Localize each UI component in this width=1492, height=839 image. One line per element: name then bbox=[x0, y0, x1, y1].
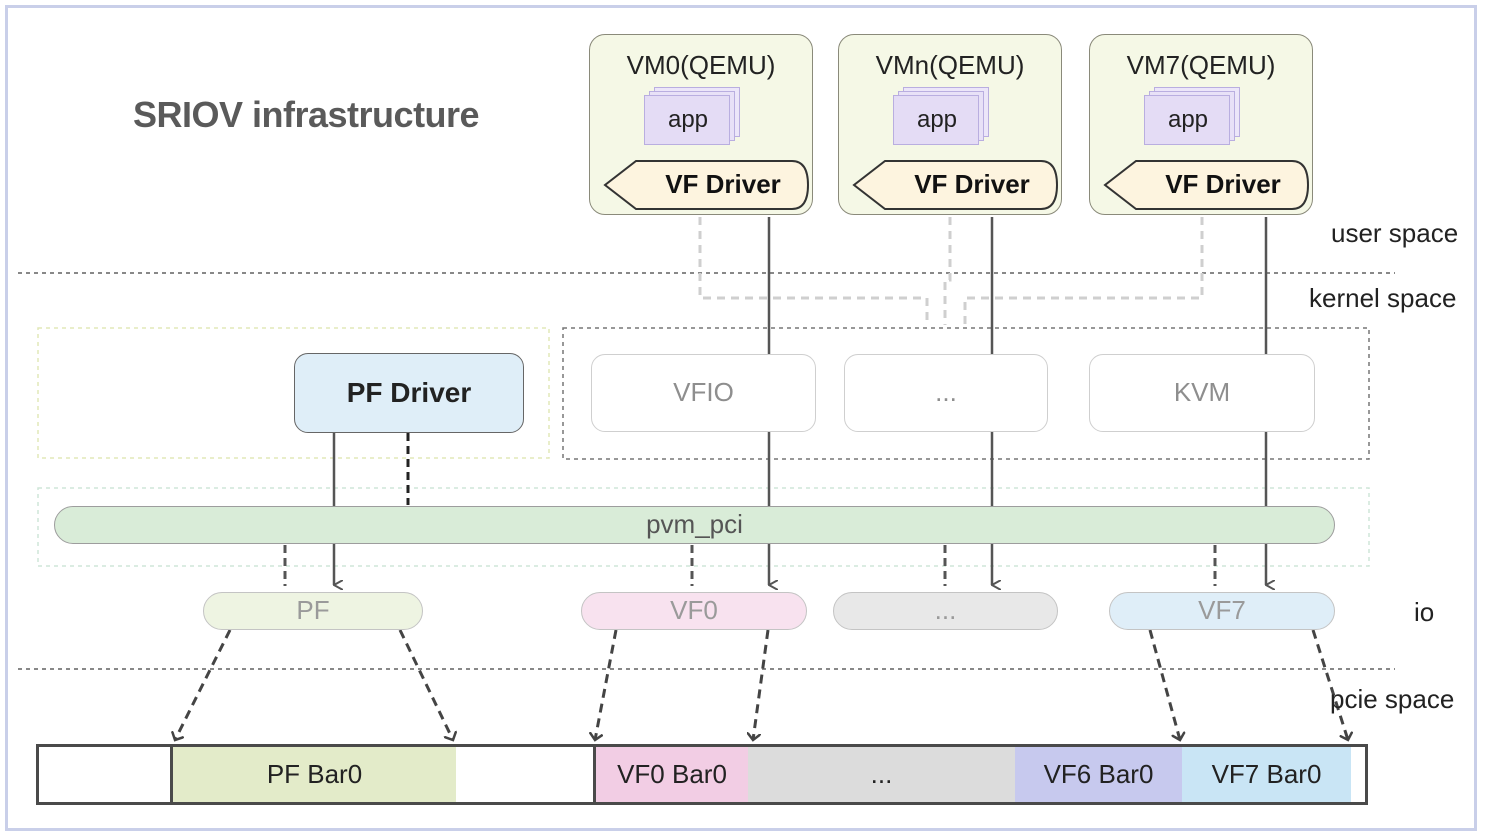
bar-empty-mid bbox=[456, 747, 596, 802]
vfio-path-vm0 bbox=[698, 217, 929, 325]
pcie-space-label: pcie space bbox=[1330, 684, 1455, 714]
app-stack-icon: app bbox=[1144, 87, 1240, 147]
app-stack-icon: app bbox=[644, 87, 740, 147]
pf-driver-block: PF Driver bbox=[294, 353, 524, 433]
diagram-title: SRIOV infrastructure bbox=[133, 94, 480, 135]
app-stack-icon: app bbox=[893, 87, 989, 147]
vfio-path-vmn bbox=[943, 217, 952, 325]
kernel-module-ellipsis: ... bbox=[844, 354, 1048, 432]
function-ellipsis: ... bbox=[833, 592, 1058, 630]
function-vf0: VF0 bbox=[581, 592, 807, 630]
bar-vf0-bar0: VF0 Bar0 bbox=[593, 747, 751, 802]
vf-driver-label: VF Driver bbox=[1165, 169, 1281, 199]
vm-box-7: VM7(QEMU) app VF Driver bbox=[1089, 34, 1313, 215]
vf7-bar-arrow-left bbox=[1148, 629, 1180, 740]
kvm-module: KVM bbox=[1089, 354, 1315, 432]
pcie-bar-row: PF Bar0 VF0 Bar0 ... VF6 Bar0 VF7 Bar0 bbox=[36, 744, 1368, 805]
function-pf: PF bbox=[203, 592, 423, 630]
vf-driver-block: VF Driver bbox=[1102, 159, 1310, 211]
bar-empty-left bbox=[39, 747, 173, 802]
bus-region bbox=[37, 487, 1370, 567]
bar-vf7-bar0: VF7 Bar0 bbox=[1182, 747, 1354, 802]
app-label: app bbox=[916, 106, 958, 133]
vf-driver-label: VF Driver bbox=[665, 169, 781, 199]
kernel-modules-region bbox=[562, 327, 1370, 460]
app-label: app bbox=[667, 106, 709, 133]
function-vf7: VF7 bbox=[1109, 592, 1335, 630]
vf0-bar-arrow-left bbox=[595, 629, 618, 740]
kernel-space-label: kernel space bbox=[1309, 283, 1457, 313]
vm-box-0: VM0(QEMU) app VF Driver bbox=[589, 34, 813, 215]
bar-ellipsis: ... bbox=[748, 747, 1018, 802]
pf-driver-region bbox=[37, 327, 550, 459]
vm-title: VMn(QEMU) bbox=[875, 50, 1025, 80]
bar-vf6-bar0: VF6 Bar0 bbox=[1015, 747, 1185, 802]
bar-empty-right bbox=[1351, 747, 1365, 802]
pvm-pci-bus: pvm_pci bbox=[54, 506, 1335, 544]
pf-bar-arrow-right bbox=[398, 629, 453, 740]
vf-driver-block: VF Driver bbox=[851, 159, 1059, 211]
vm-box-n: VMn(QEMU) app VF Driver bbox=[838, 34, 1062, 215]
io-label: io bbox=[1414, 597, 1435, 627]
vm-title: VM0(QEMU) bbox=[626, 50, 776, 80]
vfio-module: VFIO bbox=[591, 354, 816, 432]
vf-driver-label: VF Driver bbox=[914, 169, 1030, 199]
bar-pf-bar0: PF Bar0 bbox=[170, 747, 459, 802]
vfio-path-vm7 bbox=[963, 217, 1204, 325]
vf0-bar-arrow-right bbox=[753, 629, 770, 740]
vf7-bar-arrow-right bbox=[1311, 629, 1348, 740]
vf-driver-block: VF Driver bbox=[602, 159, 810, 211]
user-space-label: user space bbox=[1331, 218, 1459, 248]
vm-title: VM7(QEMU) bbox=[1126, 50, 1276, 80]
app-label: app bbox=[1167, 106, 1209, 133]
pf-bar-arrow-left bbox=[175, 629, 232, 740]
